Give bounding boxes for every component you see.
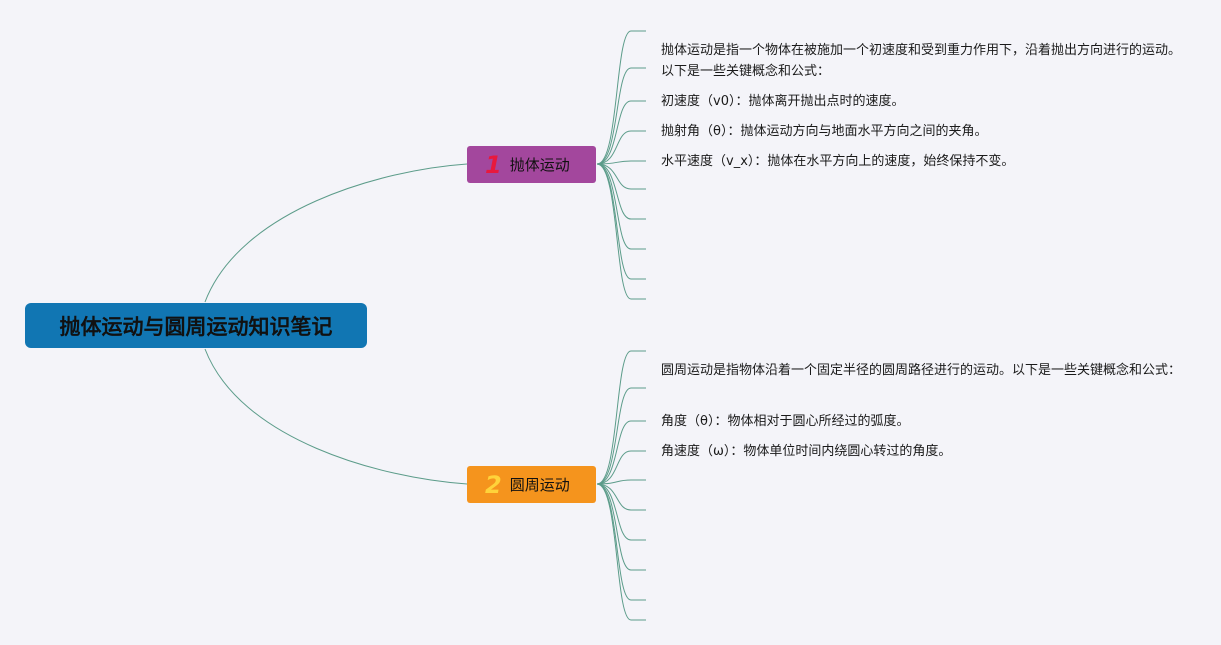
connector-branch-1-leaf-2 (596, 67, 646, 165)
note-angle[interactable]: 角度（θ）：物体相对于圆心所经过的弧度。 (661, 414, 910, 429)
branch-label: 抛体运动 (509, 156, 570, 174)
connector-branch-2-leaf-3 (596, 420, 646, 485)
note-projectile-intro[interactable]: 抛体运动是指一个物体在被施加一个初速度和受到重力作用下，沿着抛出方向进行的运动。… (661, 43, 1182, 79)
note-initial-velocity[interactable]: 初速度（v0）：抛体离开抛出点时的速度。 (661, 94, 905, 109)
root-title: 抛体运动与圆周运动知识笔记 (59, 314, 333, 339)
connector-branch-2-leaf-5 (596, 479, 646, 485)
connector-branch-1-leaf-8 (596, 163, 646, 250)
branch-number-badge: 1 (485, 150, 502, 179)
branch-projectile-motion[interactable]: 1 抛体运动 (467, 146, 596, 183)
branch-label: 圆周运动 (509, 476, 570, 494)
note-launch-angle[interactable]: 抛射角（θ）：抛体运动方向与地面水平方向之间的夹角。 (661, 124, 988, 139)
note-angular-velocity[interactable]: 角速度（ω）：物体单位时间内绕圆心转过的角度。 (661, 444, 952, 459)
connector-branch-2-leaf-1 (596, 350, 646, 485)
note-circular-intro[interactable]: 圆周运动是指物体沿着一个固定半径的圆周路径进行的运动。以下是一些关键概念和公式： (661, 363, 1182, 378)
connector-branch-1-leaf-4 (596, 130, 646, 165)
connector-branch-2-leaf-4 (596, 450, 646, 485)
root-topic[interactable]: 抛体运动与圆周运动知识笔记 (25, 303, 367, 348)
connector-root-branch-1 (204, 163, 468, 303)
connector-branch-2-leaf-6 (596, 483, 646, 511)
note-horizontal-velocity[interactable]: 水平速度（v_x）：抛体在水平方向上的速度，始终保持不变。 (661, 154, 1015, 169)
connector-branch-1-leaf-7 (596, 163, 646, 220)
connector-branch-1-leaf-9 (596, 163, 646, 280)
branch-circular-motion[interactable]: 2 圆周运动 (467, 466, 596, 503)
connector-branch-2-leaf-9 (596, 483, 646, 601)
connector-branch-1-leaf-6 (596, 163, 646, 190)
connector-branch-2-leaf-8 (596, 483, 646, 571)
branch-number-badge: 2 (485, 470, 502, 499)
connector-branch-1-leaf-3 (596, 100, 646, 165)
connector-branch-1-leaf-1 (596, 30, 646, 165)
connector-branch-2-leaf-10 (596, 483, 646, 621)
connector-branch-2-leaf-7 (596, 483, 646, 541)
connector-branch-2-leaf-2 (596, 387, 646, 485)
connector-root-branch-2 (204, 348, 468, 485)
connector-branch-1-leaf-10 (596, 163, 646, 300)
connector-branch-1-leaf-5 (596, 160, 646, 165)
